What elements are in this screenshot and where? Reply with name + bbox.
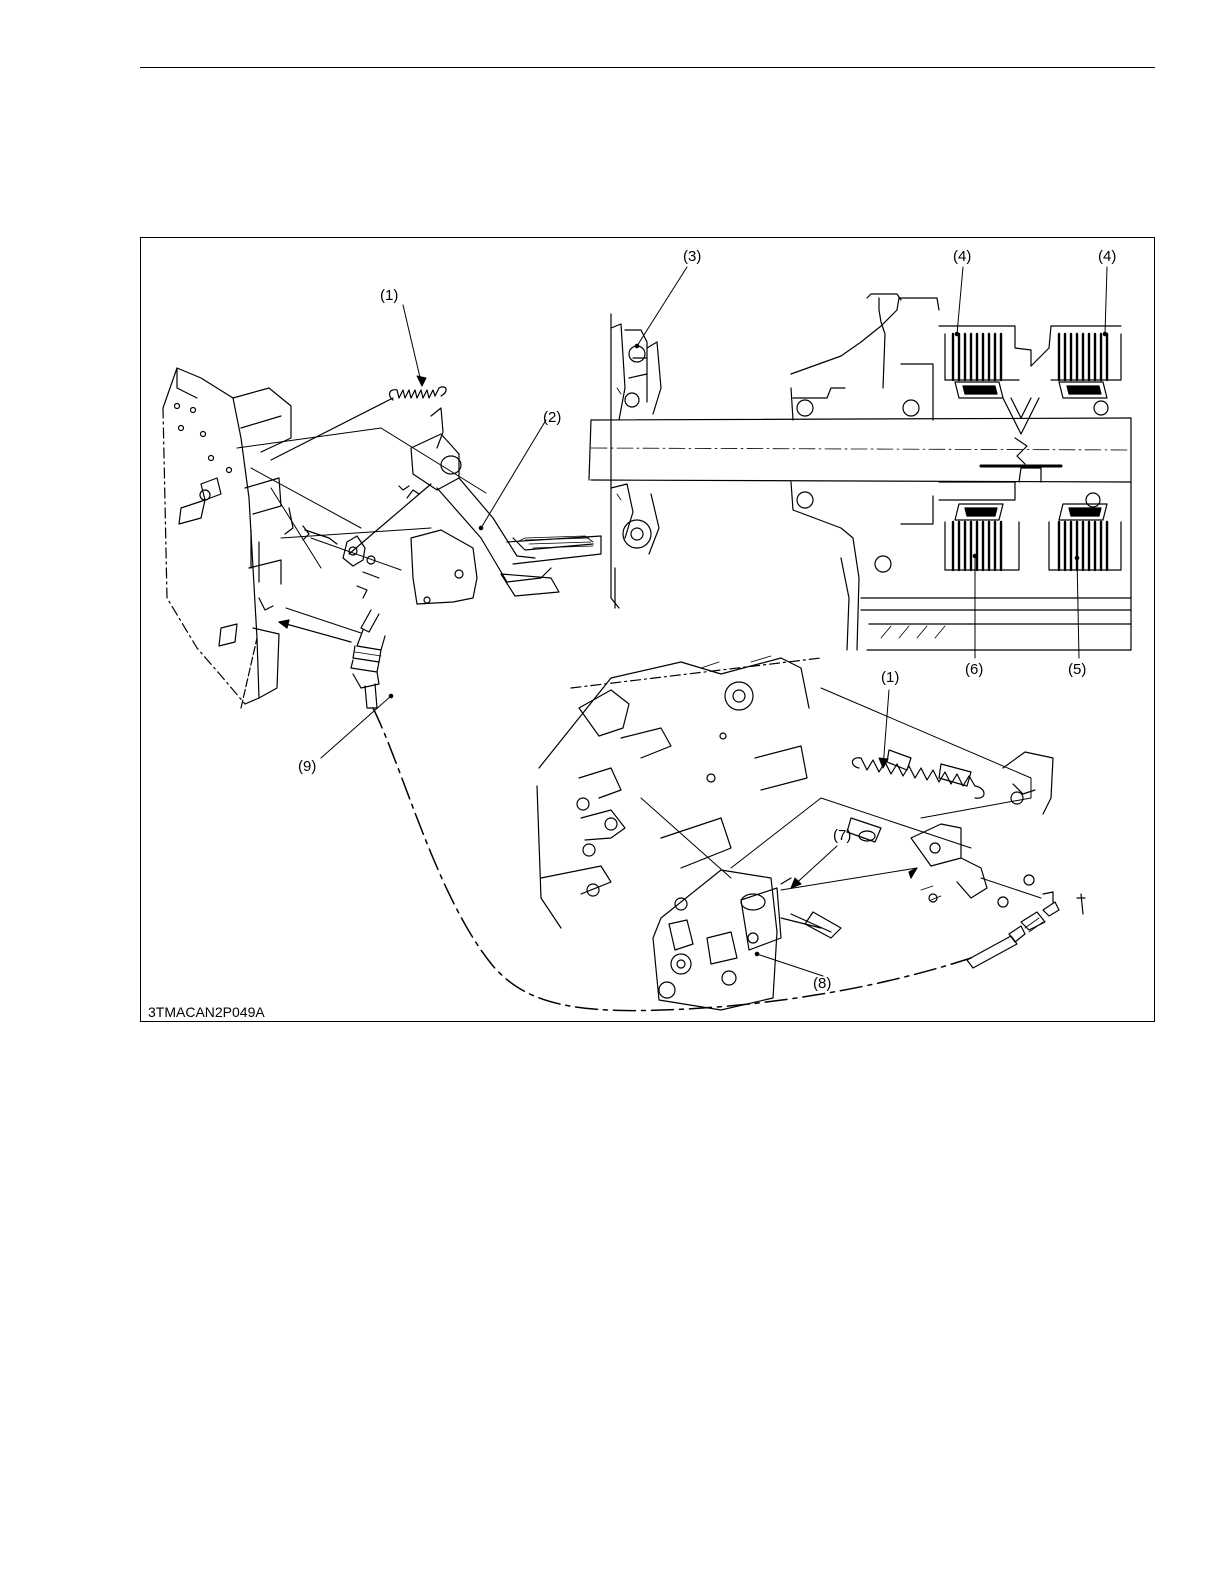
return-spring-left <box>271 387 446 460</box>
callout-3-bearing: (3) <box>683 249 701 265</box>
figure-code: 3TMACAN2P049A <box>148 1004 265 1020</box>
callout-5-clutch-pack: (5) <box>1068 662 1086 678</box>
callout-2-pedal-arm: (2) <box>543 410 561 426</box>
chassis-plate-drawing <box>163 368 293 708</box>
cable-end-drawing <box>279 586 385 708</box>
callout-8-valve-body: (8) <box>813 976 831 992</box>
cable-route-dashed <box>373 708 971 1011</box>
pedal-arm-drawing <box>399 408 601 604</box>
assembly-illustration <box>141 238 1154 1021</box>
header-rule <box>140 67 1155 68</box>
callout-6-clutch-pack: (6) <box>965 662 983 678</box>
figure-frame: (1) (2) (3) (4) (4) (5) (6) (1) (7) (8) … <box>140 237 1155 1022</box>
valve-assembly-drawing <box>537 656 1085 1010</box>
callout-1-valve-spring: (1) <box>881 670 899 686</box>
callout-1-pedal-spring: (1) <box>380 288 398 304</box>
callout-9-cable: (9) <box>298 759 316 775</box>
callout-7-lever: (7) <box>833 828 851 844</box>
callout-4-clutch-disc-b: (4) <box>1098 249 1116 265</box>
callout-4-clutch-disc-a: (4) <box>953 249 971 265</box>
clutch-section-drawing <box>589 294 1131 650</box>
